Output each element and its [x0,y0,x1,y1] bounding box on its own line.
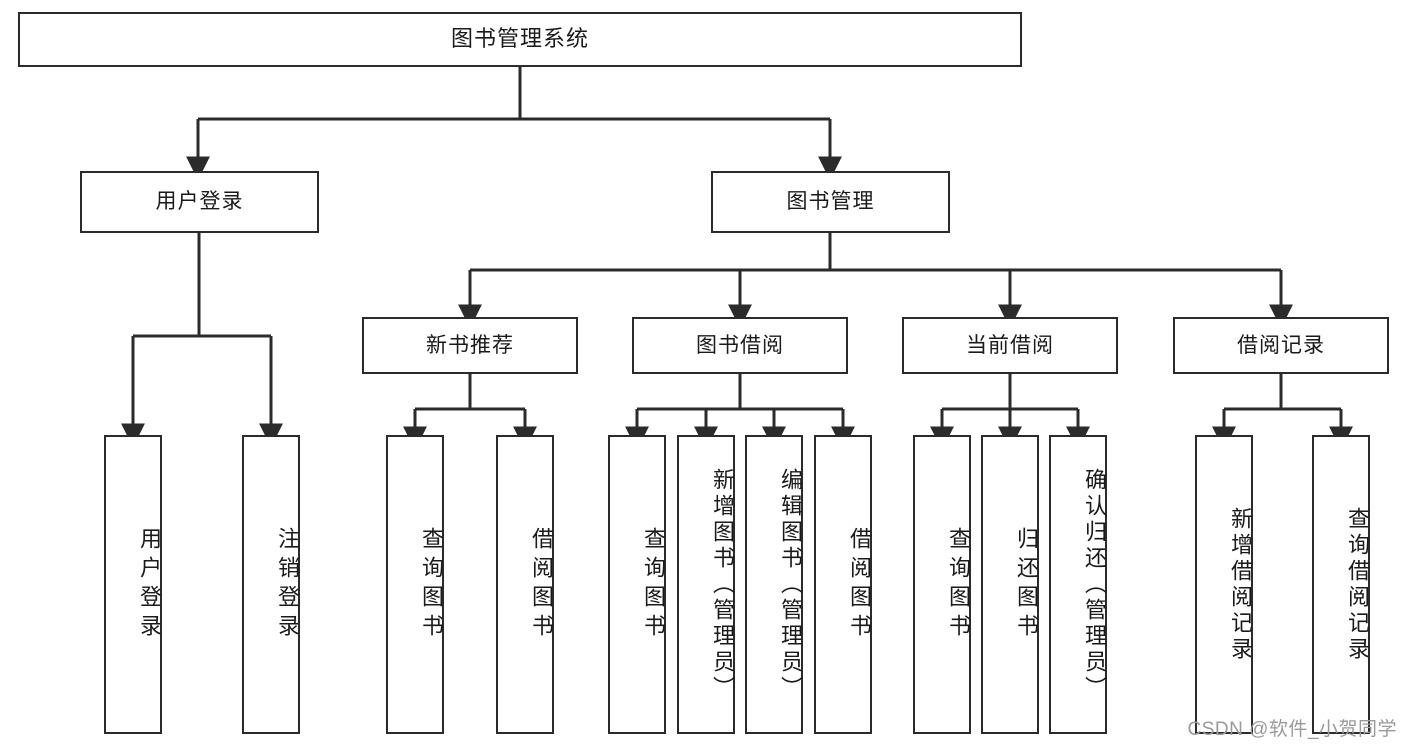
node-leaf-add-record[interactable]: 新增借阅记录 [1195,435,1253,734]
node-user-login-label: 用户登录 [155,190,244,214]
node-borrow-record-label: 借阅记录 [1237,333,1325,357]
node-leaf-user-login-label: 用户登录 [137,526,162,643]
node-leaf-borrow-book-1[interactable]: 借阅图书 [496,435,554,734]
watermark: CSDN @软件_小贺同学 [1187,719,1397,740]
node-borrow-record[interactable]: 借阅记录 [1173,317,1389,374]
node-current-borrow-label: 当前借阅 [966,333,1054,357]
node-new-book-recommend-label: 新书推荐 [426,333,514,357]
node-new-book-recommend[interactable]: 新书推荐 [362,317,578,374]
node-leaf-confirm-return-label: 确认归还（管理员） [1082,467,1107,702]
node-book-borrow[interactable]: 图书借阅 [632,317,848,374]
node-leaf-borrow-book-1-label: 借阅图书 [529,526,554,643]
node-book-borrow-label: 图书借阅 [696,333,784,357]
node-root-label: 图书管理系统 [450,26,589,52]
node-leaf-query-book-3[interactable]: 查询图书 [913,435,971,734]
node-book-manage[interactable]: 图书管理 [711,171,950,233]
node-leaf-user-logout-label: 注销登录 [275,526,300,643]
node-user-login[interactable]: 用户登录 [80,171,319,233]
node-current-borrow[interactable]: 当前借阅 [902,317,1118,374]
node-leaf-edit-book[interactable]: 编辑图书（管理员） [745,435,803,734]
node-leaf-confirm-return[interactable]: 确认归还（管理员） [1049,435,1107,734]
node-leaf-query-book-2[interactable]: 查询图书 [608,435,666,734]
node-leaf-query-book-3-label: 查询图书 [946,526,971,643]
node-leaf-return-book-label: 归还图书 [1014,526,1039,643]
node-leaf-edit-book-label: 编辑图书（管理员） [778,467,803,702]
node-leaf-query-record[interactable]: 查询借阅记录 [1312,435,1370,734]
node-leaf-borrow-book-2-label: 借阅图书 [847,526,872,643]
node-leaf-user-login[interactable]: 用户登录 [104,435,162,734]
node-leaf-query-book-1-label: 查询图书 [419,526,444,643]
node-leaf-borrow-book-2[interactable]: 借阅图书 [814,435,872,734]
node-leaf-add-book[interactable]: 新增图书（管理员） [677,435,735,734]
node-leaf-add-record-label: 新增借阅记录 [1228,506,1253,663]
node-leaf-user-logout[interactable]: 注销登录 [242,435,300,734]
node-leaf-query-book-2-label: 查询图书 [641,526,666,643]
node-leaf-query-record-label: 查询借阅记录 [1345,506,1370,663]
node-root[interactable]: 图书管理系统 [18,12,1022,67]
node-leaf-add-book-label: 新增图书（管理员） [710,467,735,702]
node-book-manage-label: 图书管理 [786,190,875,214]
node-leaf-return-book[interactable]: 归还图书 [981,435,1039,734]
node-leaf-query-book-1[interactable]: 查询图书 [386,435,444,734]
